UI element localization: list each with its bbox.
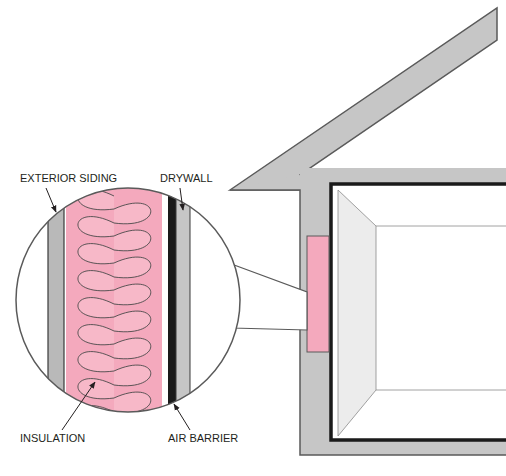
part-label: EXTERIOR SIDING — [20, 172, 117, 185]
insulation-loop — [114, 392, 151, 413]
roof — [230, 8, 497, 190]
insulation-loop — [78, 406, 114, 426]
leader-line — [180, 188, 183, 210]
air-barrier-layer — [168, 180, 176, 420]
insulation-loop — [78, 298, 114, 318]
insulation-patch — [307, 236, 329, 352]
part-label: AIR BARRIER — [168, 432, 238, 445]
insulation-loop — [114, 311, 151, 332]
insulation-loop — [78, 325, 114, 345]
room-edge — [376, 226, 506, 227]
insulation-texture — [78, 190, 151, 440]
insulation-loop — [114, 338, 151, 359]
room — [332, 186, 506, 438]
insulation-loop — [78, 352, 114, 372]
insulation-loop — [114, 203, 151, 224]
insulation-loop — [78, 379, 114, 399]
room-edge — [376, 390, 506, 391]
drywall-layer — [176, 180, 190, 420]
leader-line — [174, 404, 190, 430]
insulation-loop — [114, 230, 151, 251]
insulation-loop — [78, 271, 114, 291]
air-barrier-line — [331, 184, 506, 440]
leader-line — [46, 188, 56, 212]
insulation-loop — [114, 419, 151, 440]
insulation-loop — [114, 284, 151, 305]
leader-line — [62, 382, 95, 430]
part-label: INSULATION — [20, 432, 85, 445]
insulation-layer — [66, 180, 162, 420]
insulation-loop — [78, 244, 114, 264]
insulation-loop — [78, 217, 114, 237]
siding-layer — [48, 180, 64, 420]
magnifier-outline — [16, 188, 240, 412]
insulation-loop — [114, 257, 151, 278]
part-label: DRYWALL — [160, 172, 213, 185]
insulation-loop — [114, 365, 151, 386]
room-side-wall — [338, 190, 376, 436]
